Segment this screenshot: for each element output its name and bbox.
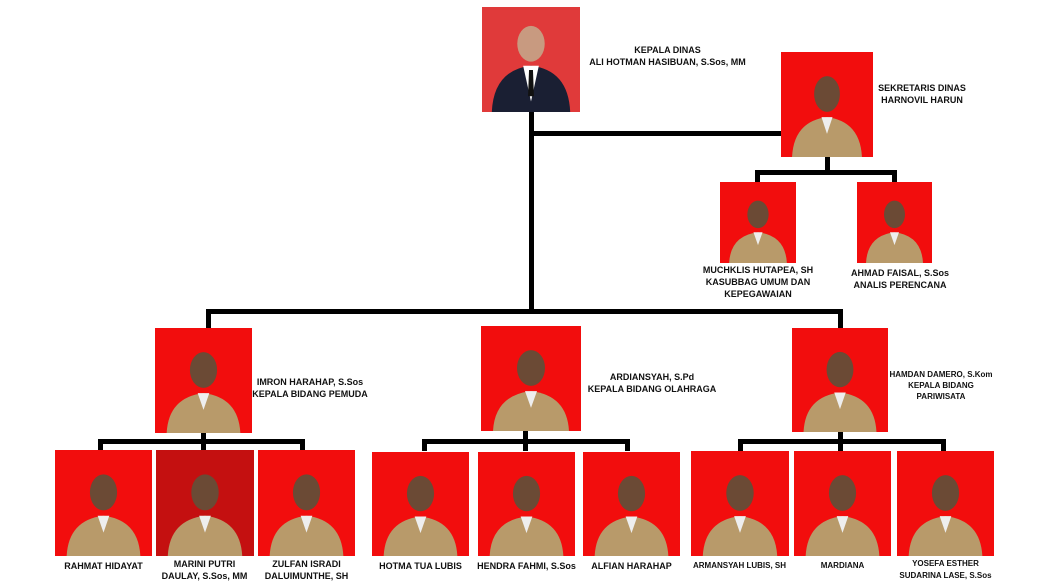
photo-staff xyxy=(691,451,789,556)
connector-line xyxy=(300,439,305,451)
title: KEPALA DINAS xyxy=(634,45,701,55)
title: ANALIS PERENCANA xyxy=(853,280,947,290)
photo-ardiansyah xyxy=(481,326,581,431)
staff-name-line2: DALUIMUNTHE, SH xyxy=(264,571,349,581)
staff-name: RAHMAT HIDAYAT xyxy=(64,561,143,571)
staff-label: HENDRA FAHMI, S.Sos xyxy=(468,560,585,572)
staff-name: MARINI PUTRI xyxy=(173,559,236,569)
muchklis-label: MUCHKLIS HUTAPEA, SH KASUBBAG UMUM DAN KEP… xyxy=(690,264,826,300)
name: ARDIANSYAH, S.Pd xyxy=(609,372,695,382)
connector-line xyxy=(98,439,103,451)
connector-line xyxy=(825,157,830,173)
staff-name-line2: DAULAY, S.Sos, MM xyxy=(161,571,248,581)
staff-label: RAHMAT HIDAYAT xyxy=(45,560,162,572)
connector-line xyxy=(838,432,843,443)
connector-line xyxy=(531,131,781,136)
name: ALI HOTMAN HASIBUAN, S.Sos, MM xyxy=(589,57,746,67)
staff-name: ZULFAN ISRADI xyxy=(272,559,341,569)
staff-name: MARDIANA xyxy=(820,561,865,570)
connector-line xyxy=(206,309,843,314)
connector-line xyxy=(838,439,843,451)
staff-name: ALFIAN HARAHAP xyxy=(591,561,672,571)
connector-line xyxy=(523,431,528,443)
photo-staff xyxy=(156,450,254,556)
connector-line xyxy=(941,439,946,451)
connector-line xyxy=(201,433,206,443)
title: KEPALA BIDANG PEMUDA xyxy=(252,389,368,399)
staff-label: MARINI PUTRI DAULAY, S.Sos, MM xyxy=(146,558,263,582)
title: KASUBBAG UMUM DAN xyxy=(705,277,811,287)
photo-ahmad xyxy=(857,182,932,263)
staff-label: MARDIANA xyxy=(784,560,901,572)
photo-hamdan xyxy=(792,328,888,432)
photo-imron xyxy=(155,328,252,433)
connector-line xyxy=(523,439,528,451)
photo-staff xyxy=(478,452,575,556)
staff-name: YOSEFA ESTHER xyxy=(912,559,979,568)
photo-staff xyxy=(372,452,469,556)
photo-staff xyxy=(794,451,891,556)
photo-staff xyxy=(258,450,355,556)
staff-label: ARMANSYAH LUBIS, SH xyxy=(681,560,798,572)
title: PARIWISATA xyxy=(916,392,966,401)
staff-label: ZULFAN ISRADI DALUIMUNTHE, SH xyxy=(248,558,365,582)
name: HAMDAN DAMERO, S.Kom xyxy=(889,370,993,379)
staff-label: YOSEFA ESTHER SUDARINA LASE, S.Sos xyxy=(887,558,1004,582)
connector-line xyxy=(892,170,897,184)
connector-line xyxy=(529,112,534,314)
name: IMRON HARAHAP, S.Sos xyxy=(256,377,364,387)
connector-line xyxy=(201,439,206,451)
name: AHMAD FAISAL, S.Sos xyxy=(850,268,949,278)
photo-muchklis xyxy=(720,182,796,263)
connector-line xyxy=(838,309,843,329)
staff-label: ALFIAN HARAHAP xyxy=(573,560,690,572)
photo-staff xyxy=(55,450,152,556)
photo-sekretaris-dinas xyxy=(781,52,873,157)
title: KEPEGAWAIAN xyxy=(724,289,792,299)
title: SEKRETARIS DINAS xyxy=(878,83,966,93)
connector-line xyxy=(755,170,760,184)
connector-line xyxy=(738,439,743,451)
photo-staff xyxy=(897,451,994,556)
name: HARNOVIL HARUN xyxy=(881,95,963,105)
kepala-label: KEPALA DINAS ALI HOTMAN HASIBUAN, S.Sos, … xyxy=(580,44,755,68)
name: MUCHKLIS HUTAPEA, SH xyxy=(702,265,814,275)
staff-label: HOTMA TUA LUBIS xyxy=(362,560,479,572)
connector-line xyxy=(422,439,427,451)
connector-line xyxy=(625,439,630,451)
staff-name: HENDRA FAHMI, S.Sos xyxy=(477,561,576,571)
photo-staff xyxy=(583,452,680,556)
photo-kepala-dinas xyxy=(482,7,580,112)
title: KEPALA BIDANG xyxy=(908,381,974,390)
staff-name-line2: SUDARINA LASE, S.Sos xyxy=(899,571,992,580)
sekretaris-label: SEKRETARIS DINAS HARNOVIL HARUN xyxy=(874,82,970,106)
title: KEPALA BIDANG OLAHRAGA xyxy=(587,384,717,394)
connector-line xyxy=(755,170,897,175)
staff-name: HOTMA TUA LUBIS xyxy=(379,561,462,571)
connector-line xyxy=(206,309,211,329)
staff-name: ARMANSYAH LUBIS, SH xyxy=(692,561,787,570)
